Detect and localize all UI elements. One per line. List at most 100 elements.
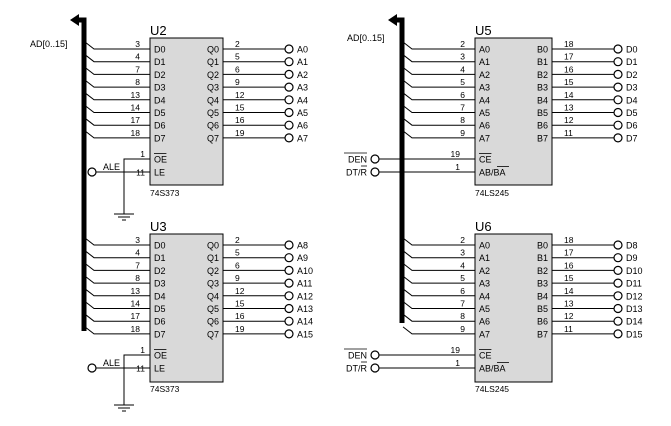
bus-entry-wire bbox=[84, 105, 150, 113]
net-label: D1 bbox=[626, 57, 638, 67]
pin-name: A5 bbox=[479, 108, 490, 118]
pin-name: Q6 bbox=[207, 121, 219, 131]
pin-name: Q2 bbox=[207, 266, 219, 276]
bus-entry-wire bbox=[402, 237, 475, 246]
net-terminal-icon bbox=[613, 82, 623, 92]
net-terminal-icon bbox=[370, 154, 380, 164]
net-label: D3 bbox=[626, 83, 638, 93]
bus-entry-wire bbox=[402, 288, 475, 297]
net-terminal-icon bbox=[284, 95, 294, 105]
pin-number: 3 bbox=[460, 248, 465, 258]
net-terminal-icon bbox=[613, 44, 623, 54]
net-terminal-icon bbox=[613, 120, 623, 130]
net-label: D6 bbox=[626, 121, 638, 131]
chip-ref: U5 bbox=[475, 23, 492, 38]
pin-number: 15 bbox=[564, 77, 574, 87]
pin-name: D7 bbox=[154, 133, 166, 143]
pin-number: 15 bbox=[235, 299, 245, 309]
pin-name: A3 bbox=[479, 279, 490, 289]
pin-number: 14 bbox=[131, 103, 141, 113]
pin-name: A5 bbox=[479, 304, 490, 314]
pin-name: A7 bbox=[479, 133, 490, 143]
pin-name: A4 bbox=[479, 291, 490, 301]
control-pin-name: LE bbox=[154, 168, 165, 178]
net-terminal-icon bbox=[613, 329, 623, 339]
chip-body bbox=[149, 37, 224, 186]
pin-name: D0 bbox=[154, 241, 166, 251]
pin-number: 12 bbox=[564, 311, 574, 321]
net-terminal-icon bbox=[87, 167, 97, 177]
net-label: A5 bbox=[297, 108, 308, 118]
pin-name: Q7 bbox=[207, 329, 219, 339]
control-pin-name: LE bbox=[154, 364, 165, 374]
chip-ref: U6 bbox=[475, 219, 492, 234]
pin-name: B7 bbox=[537, 133, 548, 143]
pin-number: 19 bbox=[235, 324, 245, 334]
pin-number: 6 bbox=[235, 260, 240, 270]
pin-number: 7 bbox=[460, 103, 465, 113]
bus-entry-wire bbox=[402, 263, 475, 271]
net-terminal-icon bbox=[613, 278, 623, 288]
net-terminal-icon bbox=[284, 253, 294, 263]
pin-number: 2 bbox=[460, 235, 465, 245]
pin-name: A6 bbox=[479, 121, 490, 131]
bus-entry-wire bbox=[84, 288, 150, 297]
bus-entry-wire bbox=[84, 326, 150, 335]
pin-number: 8 bbox=[135, 273, 140, 283]
net-label: D10 bbox=[626, 266, 643, 276]
pin-number: 8 bbox=[460, 115, 465, 125]
pin-name: B5 bbox=[537, 108, 548, 118]
bus-entry-wire bbox=[402, 250, 475, 259]
bus-entry-wire bbox=[84, 41, 150, 50]
net-terminal-icon bbox=[284, 107, 294, 118]
pin-name: D3 bbox=[154, 279, 166, 289]
pin-name: A6 bbox=[479, 317, 490, 327]
pin-name: B3 bbox=[537, 279, 548, 289]
pin-number: 17 bbox=[564, 248, 574, 258]
net-terminal-icon bbox=[284, 316, 294, 326]
pin-number: 4 bbox=[460, 260, 465, 270]
net-label: ALE bbox=[103, 358, 120, 368]
bus-label: AD[0..15] bbox=[347, 33, 385, 43]
oe-ground-wire bbox=[123, 158, 150, 214]
pin-name: A1 bbox=[479, 57, 490, 67]
pin-number: 9 bbox=[460, 128, 465, 138]
pin-name: B1 bbox=[537, 253, 548, 263]
pin-name: D6 bbox=[154, 121, 166, 131]
net-label: DT/R bbox=[346, 168, 367, 178]
net-label: A6 bbox=[297, 121, 308, 131]
net-label: A12 bbox=[297, 291, 313, 301]
chip-body bbox=[149, 233, 224, 383]
pin-number: 3 bbox=[135, 39, 140, 49]
pin-number: 13 bbox=[564, 299, 574, 309]
pin-number: 9 bbox=[235, 77, 240, 87]
pin-number: 15 bbox=[564, 273, 574, 283]
net-terminal-icon bbox=[613, 95, 623, 105]
net-label: D2 bbox=[626, 70, 638, 80]
pin-name: D5 bbox=[154, 108, 166, 118]
pin-name: D3 bbox=[154, 83, 166, 93]
pin-name: D2 bbox=[154, 70, 166, 80]
bus-entry-wire bbox=[84, 301, 150, 309]
pin-number: 4 bbox=[135, 248, 140, 258]
bus-entry-wire bbox=[402, 326, 475, 335]
pin-number: 5 bbox=[460, 273, 465, 283]
pin-name: B2 bbox=[537, 70, 548, 80]
net-label: A3 bbox=[297, 83, 308, 93]
pin-name: B1 bbox=[537, 57, 548, 67]
pin-number: 18 bbox=[564, 39, 574, 49]
net-label: D8 bbox=[626, 241, 638, 251]
pin-number: 2 bbox=[460, 39, 465, 49]
pin-name: Q2 bbox=[207, 70, 219, 80]
pin-name: Q0 bbox=[207, 45, 219, 55]
control-pin-name: AB/BA bbox=[479, 168, 506, 178]
pin-name: B2 bbox=[537, 266, 548, 276]
pin-number: 6 bbox=[460, 286, 465, 296]
bus-entry-wire bbox=[402, 301, 475, 309]
pin-number: 7 bbox=[135, 260, 140, 270]
pin-name: A0 bbox=[479, 241, 490, 251]
bus-entry-wire bbox=[402, 41, 475, 50]
pin-name: B4 bbox=[537, 95, 548, 105]
